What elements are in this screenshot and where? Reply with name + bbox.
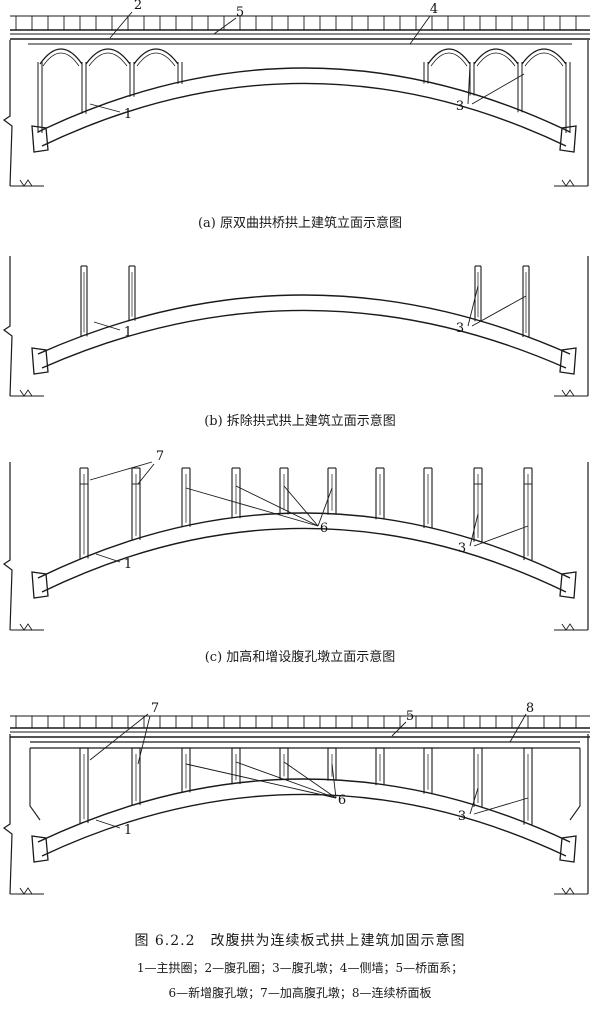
main-arch-extrados — [37, 67, 571, 133]
left-abutment-line — [2, 462, 13, 631]
leader-main-arch — [89, 103, 121, 113]
leader-main-arch — [95, 553, 121, 563]
right-springing-block — [559, 347, 577, 375]
left-springing-block — [31, 571, 49, 599]
spandrel-arch-ring — [473, 48, 519, 65]
main-arch-intrados — [41, 793, 567, 857]
left-ground-hatch — [19, 179, 33, 187]
leader-continuous-slab — [509, 713, 527, 743]
label-main-arch: 1 — [124, 823, 132, 838]
main-arch-intrados — [41, 309, 567, 369]
right-ground-hatch — [561, 623, 575, 631]
leader-raised-pier-1 — [89, 713, 149, 761]
left-abutment-line — [2, 734, 13, 895]
leader-spandrel-pier-1 — [469, 787, 479, 815]
leader-spandrel-pier-1 — [467, 63, 471, 105]
main-arch-extrados — [37, 778, 571, 843]
leader-new-pier — [317, 487, 333, 527]
left-ground-hatch — [19, 887, 33, 895]
leader-spandrel-pier-2 — [471, 73, 525, 105]
label-continuous-slab: 8 — [526, 701, 534, 716]
leader-new-pier — [185, 487, 319, 527]
left-abutment-line — [2, 40, 13, 187]
leader-new-pier — [235, 761, 337, 799]
panel-a-diagram: 1 2 5 4 3 — [2, 0, 590, 187]
leader-new-pier — [331, 763, 337, 799]
label-raised-pier: 7 — [151, 701, 159, 716]
leader-new-pier — [235, 485, 319, 527]
left-end-wall — [29, 748, 41, 821]
spandrel-arch-ring — [39, 48, 83, 65]
leader-raised-pier-2 — [137, 463, 155, 485]
panel-a-caption: (a) 原双曲拱桥拱上建筑立面示意图 — [197, 216, 403, 231]
leader-spandrel-pier-1 — [467, 285, 479, 327]
left-springing-block — [31, 125, 49, 153]
leader-raised-pier-1 — [89, 461, 153, 481]
panel-c-caption: (c) 加高和增设腹孔墩立面示意图 — [204, 650, 396, 665]
right-springing-block — [559, 571, 577, 599]
label-spandrel-pier: 3 — [458, 541, 466, 556]
spandrel-arch-ring — [521, 48, 567, 65]
panel-b-caption: (b) 拆除拱式拱上建筑立面示意图 — [204, 414, 396, 429]
spandrel-arch-ring-inner — [430, 52, 468, 67]
main-arch-extrados — [37, 294, 571, 355]
spandrel-arch-ring-inner — [42, 52, 80, 67]
label-main-arch: 1 — [124, 557, 132, 572]
left-abutment-line — [2, 256, 13, 397]
leader-spandrel-pier-2 — [473, 797, 529, 815]
main-arch-intrados — [41, 82, 567, 147]
spandrel-arch-ring-inner — [88, 52, 128, 67]
leader-new-pier — [283, 761, 337, 799]
left-ground-hatch — [19, 389, 33, 397]
right-ground-hatch — [561, 179, 575, 187]
spandrel-arch-ring-inner — [476, 52, 516, 67]
main-arch-intrados — [41, 527, 567, 593]
label-main-arch: 1 — [124, 107, 132, 122]
leader-side-wall — [409, 15, 431, 45]
label-new-pier: 6 — [320, 521, 328, 536]
label-spandrel-pier: 3 — [456, 99, 464, 114]
label-new-pier: 6 — [338, 793, 346, 808]
right-ground-hatch — [561, 887, 575, 895]
figure-title: 图 6.2.2 改腹拱为连续板式拱上建筑加固示意图 — [134, 933, 466, 949]
spandrel-arch-ring-inner — [136, 52, 176, 67]
leader-deck — [391, 721, 407, 737]
spandrel-arch-ring-inner — [524, 52, 564, 67]
panel-d-diagram: 1 7 5 8 6 3 — [2, 701, 590, 895]
right-end-wall — [569, 748, 581, 821]
right-ground-hatch — [561, 389, 575, 397]
leader-new-pier — [283, 485, 319, 527]
leader-spandrel-pier-1 — [469, 513, 479, 547]
label-main-arch: 1 — [124, 325, 132, 340]
spandrel-arch-ring — [85, 48, 131, 65]
leader-main-arch — [95, 819, 121, 829]
spandrel-arch-ring — [133, 48, 179, 65]
right-springing-block — [559, 835, 577, 863]
label-spandrel-pier: 3 — [456, 321, 464, 336]
label-deck: 5 — [236, 5, 244, 20]
left-ground-hatch — [19, 623, 33, 631]
leader-spandrel-pier-2 — [471, 295, 527, 327]
figure-legend-line-1: 1—主拱圈；2—腹孔圈；3—腹孔墩；4—侧墙；5—桥面系； — [136, 961, 464, 975]
right-springing-block — [559, 125, 577, 153]
left-springing-block — [31, 347, 49, 375]
main-arch-extrados — [37, 512, 571, 579]
spandrel-arch-ring — [427, 48, 471, 65]
leader-main-arch — [93, 321, 121, 331]
left-springing-block — [31, 835, 49, 863]
leader-new-pier — [185, 763, 337, 799]
figure-legend-line-2: 6—新增腹孔墩；7—加高腹孔墩；8—连续桥面板 — [168, 986, 432, 1000]
label-arch-ring: 2 — [134, 0, 142, 13]
label-raised-pier: 7 — [156, 449, 164, 464]
leader-raised-pier-2 — [137, 715, 151, 765]
label-spandrel-pier: 3 — [458, 809, 466, 824]
leader-deck — [213, 17, 237, 35]
label-deck: 5 — [406, 709, 414, 724]
label-side-wall: 4 — [430, 2, 438, 17]
leader-spandrel-pier-2 — [473, 525, 529, 547]
leader-arch-ring — [109, 11, 133, 39]
